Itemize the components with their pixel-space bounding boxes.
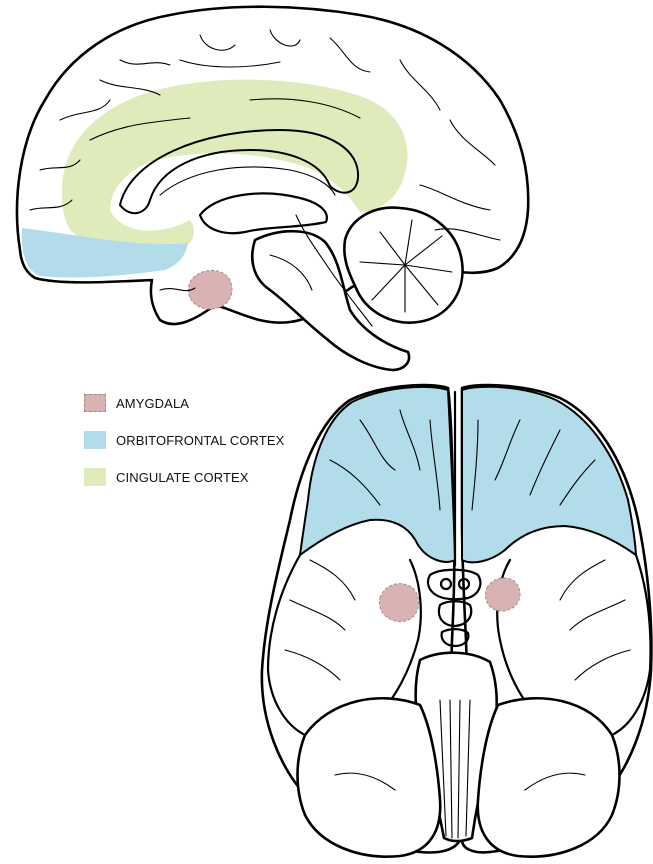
amygdala-region-sagittal xyxy=(188,270,232,309)
legend-label-cingulate: CINGULATE CORTEX xyxy=(116,470,249,485)
legend-item-cingulate: CINGULATE CORTEX xyxy=(84,468,284,486)
ventral-brain-view xyxy=(262,385,652,857)
legend-item-amygdala: AMYGDALA xyxy=(84,394,284,412)
legend: AMYGDALA ORBITOFRONTAL CORTEX CINGULATE … xyxy=(84,394,284,505)
amygdala-region-left xyxy=(379,584,418,622)
amygdala-swatch xyxy=(84,394,106,412)
orbitofrontal-swatch xyxy=(84,431,106,449)
cingulate-swatch xyxy=(84,468,106,486)
legend-label-amygdala: AMYGDALA xyxy=(116,396,189,411)
legend-item-orbitofrontal: ORBITOFRONTAL CORTEX xyxy=(84,431,284,449)
legend-label-orbitofrontal: ORBITOFRONTAL CORTEX xyxy=(116,433,284,448)
sagittal-brain-view xyxy=(17,7,528,370)
left-cerebellar-hemisphere xyxy=(298,698,441,856)
